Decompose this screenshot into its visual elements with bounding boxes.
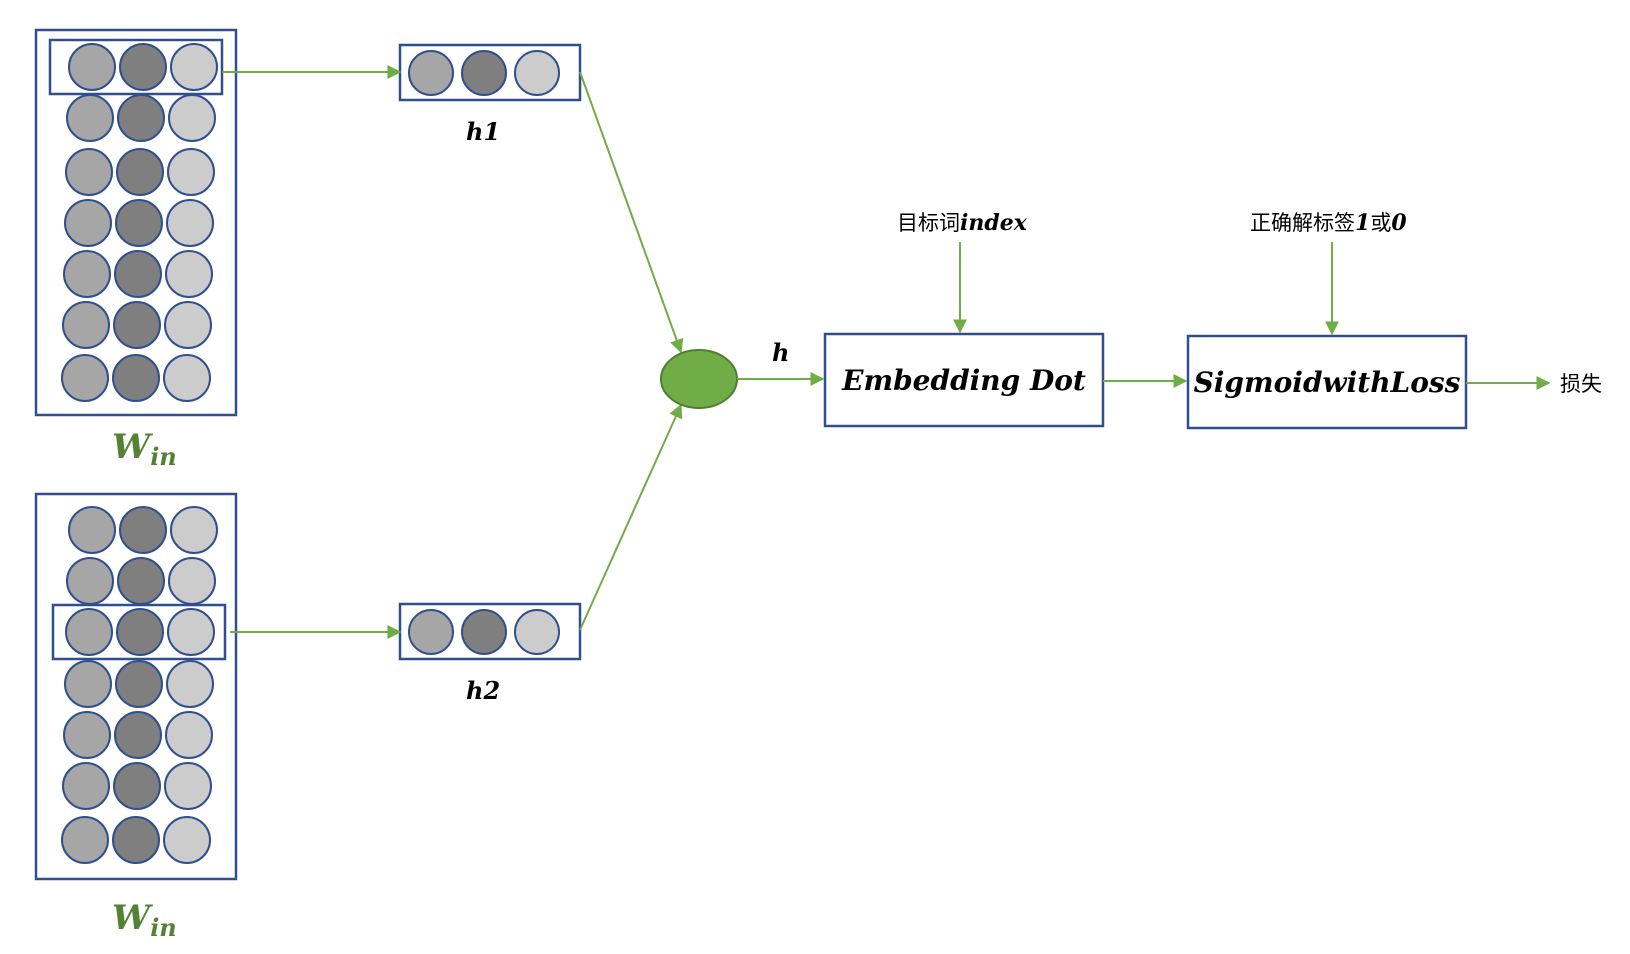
matrix-bottom — [34, 492, 238, 881]
sigmoid-input-one: 1 — [1355, 210, 1370, 236]
matrix-top-cell-r7-c3 — [163, 354, 211, 402]
matrix-top-cell-r2-c1 — [66, 94, 114, 142]
matrix-bottom-label: Win — [112, 898, 177, 942]
vector-h2-cell-1 — [408, 609, 454, 655]
matrix-bottom-cell-r5-c2 — [114, 711, 162, 759]
sigmoid-input-cn: 正确解标签 — [1250, 211, 1355, 235]
arrow-h1-to-sum — [579, 71, 684, 354]
matrix-bottom-cell-r3-c1 — [65, 608, 113, 656]
matrix-bottom-cell-r2-c2 — [117, 557, 165, 605]
matrix-top-cell-r1-c3 — [170, 43, 218, 91]
vector-h2 — [398, 602, 582, 661]
matrix-top-cell-r5-c2 — [114, 250, 162, 298]
sigmoid-input-zero: 0 — [1391, 210, 1407, 236]
vector-h1 — [398, 43, 582, 102]
matrix-top-cell-r3-c1 — [65, 148, 113, 196]
matrix-bottom-cell-r5-c1 — [63, 711, 111, 759]
vector-h2-cell-2 — [461, 609, 507, 655]
matrix-bottom-cell-r6-c1 — [62, 762, 110, 810]
matrix-bottom-cell-r1-c3 — [170, 506, 218, 554]
matrix-top-cell-r3-c3 — [167, 148, 215, 196]
matrix-top-cell-r7-c2 — [112, 354, 160, 402]
matrix-bottom-cell-r4-c3 — [166, 660, 214, 708]
sigmoid-loss-block — [1186, 334, 1468, 430]
loss-output-label: 损失 — [1560, 372, 1602, 396]
matrix-bottom-cell-r6-c2 — [113, 762, 161, 810]
matrix-bottom-cells — [61, 506, 218, 864]
matrix-top-cell-r4-c1 — [64, 199, 112, 247]
vector-h2-cell-3 — [514, 609, 560, 655]
matrix-top-cells — [61, 43, 218, 402]
vector-h1-cell-3 — [514, 50, 560, 96]
embedding-dot-title: Embedding Dot — [841, 364, 1086, 397]
matrix-bottom-cell-r7-c3 — [163, 816, 211, 864]
matrix-bottom-cell-r4-c1 — [64, 660, 112, 708]
matrix-bottom-cell-r1-c1 — [68, 506, 116, 554]
matrix-top-selected-row — [48, 38, 224, 96]
matrix-bottom-cell-r2-c1 — [66, 557, 114, 605]
embedding-dot-input-en: index — [960, 210, 1028, 236]
matrix-top-cell-r6-c3 — [164, 301, 212, 349]
matrix-bottom-cell-r7-c1 — [61, 816, 109, 864]
vector-h1-cell-2 — [461, 50, 507, 96]
sigmoid-loss-title: SigmoidwithLoss — [1194, 366, 1461, 399]
matrix-top-cell-r5-c3 — [165, 250, 213, 298]
matrix-top-cell-r5-c1 — [63, 250, 111, 298]
matrix-top-cell-r1-c2 — [119, 43, 167, 91]
vector-h2-label: h2 — [466, 676, 500, 705]
matrix-top-cell-r4-c3 — [166, 199, 214, 247]
matrix-bottom-cell-r1-c2 — [119, 506, 167, 554]
matrix-bottom-selected-row — [51, 603, 227, 661]
vector-h1-cell-1 — [408, 50, 454, 96]
h-output-label: h — [772, 338, 789, 367]
matrix-bottom-cell-r4-c2 — [115, 660, 163, 708]
matrix-top-cell-r4-c2 — [115, 199, 163, 247]
sigmoid-input-label: 正确解标签1或0 — [1250, 210, 1407, 236]
matrix-top-label-sub: in — [150, 442, 177, 471]
matrix-top-cell-r2-c3 — [168, 94, 216, 142]
matrix-bottom-cell-r3-c2 — [116, 608, 164, 656]
matrix-bottom-label-sub: in — [150, 913, 177, 942]
matrix-bottom-cell-r5-c3 — [165, 711, 213, 759]
ellipse-node — [660, 349, 738, 409]
arrow-h2-to-sum — [579, 403, 683, 631]
matrix-top-cell-r2-c2 — [117, 94, 165, 142]
matrix-bottom-cell-r2-c3 — [168, 557, 216, 605]
matrix-top-cell-r7-c1 — [61, 354, 109, 402]
matrix-bottom-cell-r3-c3 — [167, 608, 215, 656]
matrix-top-cell-r3-c2 — [116, 148, 164, 196]
matrix-top-label: Win — [112, 427, 177, 471]
vector-h1-label: h1 — [466, 117, 500, 146]
embedding-dot-block — [823, 332, 1105, 428]
embedding-dot-input-label: 目标词index — [897, 210, 1028, 236]
matrix-top-cell-r6-c1 — [62, 301, 110, 349]
sigmoid-input-or: 或 — [1370, 211, 1391, 235]
matrix-top — [34, 28, 238, 417]
matrix-top-label-main: W — [112, 427, 153, 467]
matrix-bottom-cell-r7-c2 — [112, 816, 160, 864]
matrix-bottom-cell-r6-c3 — [164, 762, 212, 810]
matrix-top-cell-r1-c1 — [68, 43, 116, 91]
matrix-bottom-label-main: W — [112, 898, 153, 938]
embedding-dot-input-cn: 目标词 — [897, 211, 960, 235]
matrix-top-cell-r6-c2 — [113, 301, 161, 349]
